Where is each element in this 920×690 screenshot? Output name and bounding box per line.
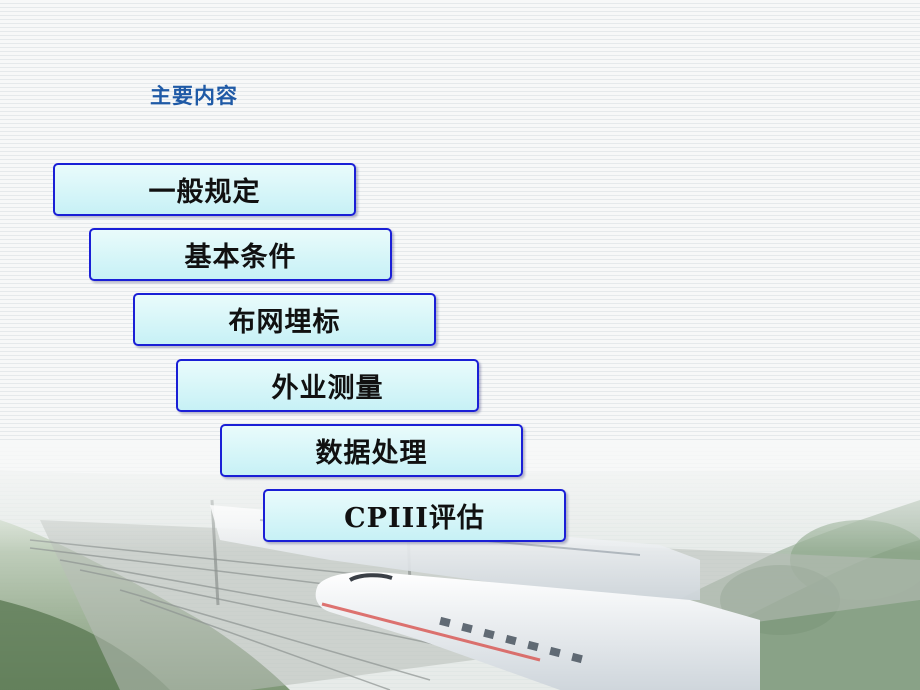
- menu-item-basic-conditions[interactable]: 基本条件: [89, 228, 392, 281]
- menu-item-cpiii-evaluation[interactable]: CPIII评估: [263, 489, 566, 542]
- menu-item-network-layout[interactable]: 布网埋标: [133, 293, 436, 346]
- menu-item-data-processing[interactable]: 数据处理: [220, 424, 523, 477]
- page-title: 主要内容: [150, 84, 238, 108]
- menu-item-label: 布网埋标: [228, 307, 341, 338]
- menu-item-label: CPIII评估: [344, 503, 485, 534]
- menu-item-label: 一般规定: [148, 177, 261, 208]
- menu-item-general-rules[interactable]: 一般规定: [53, 163, 356, 216]
- menu-item-field-survey[interactable]: 外业测量: [176, 359, 479, 412]
- menu-item-label: 数据处理: [315, 438, 428, 469]
- menu-item-label: 基本条件: [184, 242, 297, 273]
- menu-item-label: 外业测量: [271, 373, 384, 404]
